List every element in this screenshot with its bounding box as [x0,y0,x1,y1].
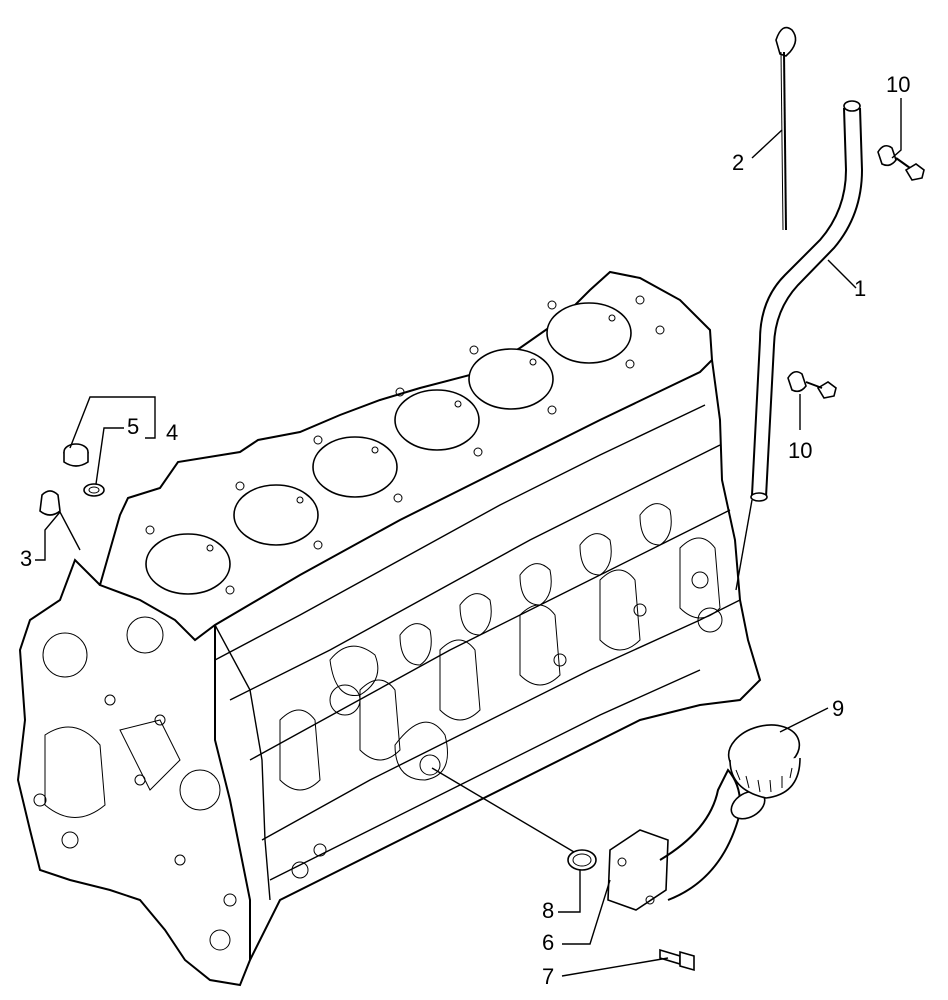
part-4-plug [63,443,89,467]
callout-3: 3 [20,546,32,571]
part-3-plug [39,490,61,516]
leader-lines [35,98,902,977]
callout-9: 9 [832,696,844,721]
callout-6: 6 [542,930,554,955]
engine-block [16,270,762,987]
part-10-clip-upper [877,144,925,181]
part-7-bolt [659,948,695,972]
part-1-dipstick-tube [750,100,864,502]
callout-10-upper: 10 [886,72,910,97]
callout-1: 1 [854,276,866,301]
callout-2: 2 [732,150,744,175]
callout-5: 5 [127,414,139,439]
part-5-washer [83,483,105,497]
part-2-dipstick [775,26,797,231]
callout-10-lower: 10 [788,438,812,463]
part-8-o-ring [567,849,597,871]
callout-8: 8 [542,898,554,923]
part-10-clip-lower [787,370,837,399]
callout-labels: 1 2 3 4 5 6 7 8 9 10 10 [20,72,910,989]
callout-7: 7 [542,964,554,989]
part-9-filler-cap [727,724,801,799]
callout-4: 4 [166,420,178,445]
part-6-filler-pipe [607,768,766,911]
